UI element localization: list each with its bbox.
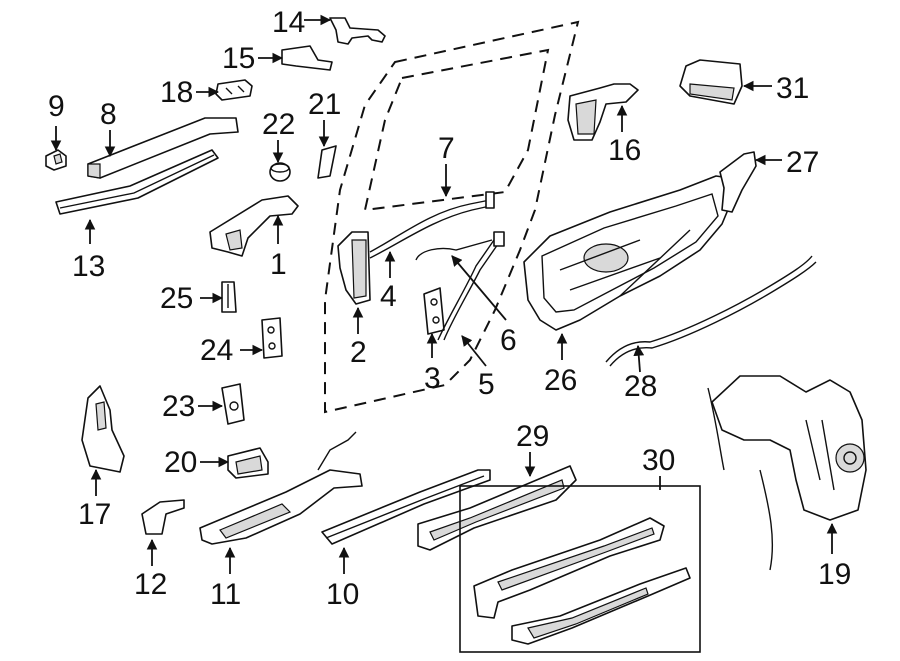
callout-31: 31 bbox=[776, 72, 809, 105]
callout-30: 30 bbox=[642, 444, 675, 477]
callout-23: 23 bbox=[162, 390, 195, 423]
callout-14: 14 bbox=[272, 6, 305, 39]
callout-16: 16 bbox=[608, 134, 641, 167]
callout-17: 17 bbox=[78, 498, 111, 531]
callout-10: 10 bbox=[326, 578, 359, 611]
part-5-6-harness bbox=[415, 231, 505, 341]
part-30-group bbox=[459, 485, 701, 653]
callout-26: 26 bbox=[544, 364, 577, 397]
callout-19: 19 bbox=[818, 558, 851, 591]
part-18-clip bbox=[215, 79, 253, 101]
part-31-module bbox=[679, 59, 743, 105]
callout-21: 21 bbox=[308, 88, 341, 121]
part-12-block bbox=[141, 499, 185, 535]
part-23-bracket bbox=[221, 383, 245, 425]
callout-27: 27 bbox=[786, 146, 819, 179]
part-15-bracket bbox=[281, 45, 333, 71]
callout-28: 28 bbox=[624, 370, 657, 403]
part-27-bracket bbox=[719, 151, 757, 213]
part-1-handle bbox=[209, 195, 299, 257]
part-17-bracket bbox=[81, 385, 125, 473]
callout-12: 12 bbox=[134, 568, 167, 601]
callout-7: 7 bbox=[438, 132, 455, 165]
part-7-check-strap bbox=[369, 191, 495, 259]
part-10-sill-rail bbox=[321, 469, 491, 545]
part-2-hinge bbox=[337, 231, 371, 305]
callout-25: 25 bbox=[160, 282, 193, 315]
callout-20: 20 bbox=[164, 446, 197, 479]
callout-6: 6 bbox=[500, 324, 517, 357]
part-22-grommet bbox=[269, 162, 291, 182]
part-24-plate bbox=[261, 317, 283, 359]
part-8-rail bbox=[87, 117, 239, 179]
part-14-bracket bbox=[329, 17, 386, 45]
callout-11: 11 bbox=[210, 578, 241, 611]
part-20-block bbox=[227, 447, 269, 479]
callout-29: 29 bbox=[516, 420, 549, 453]
callout-8: 8 bbox=[100, 98, 117, 131]
part-25-clip bbox=[221, 281, 237, 313]
part-9-block bbox=[45, 149, 67, 171]
callout-22: 22 bbox=[262, 108, 295, 141]
part-13-rail bbox=[55, 149, 219, 215]
callout-labels: 14 15 18 9 8 22 21 13 1 25 24 23 20 17 1… bbox=[48, 6, 851, 611]
callout-15: 15 bbox=[222, 42, 255, 75]
part-16-bracket bbox=[567, 83, 639, 141]
part-29-sill bbox=[417, 465, 577, 551]
callout-1: 1 bbox=[270, 248, 287, 281]
callout-3: 3 bbox=[424, 362, 441, 395]
callout-9: 9 bbox=[48, 90, 65, 123]
callout-18: 18 bbox=[160, 76, 193, 109]
callout-4: 4 bbox=[380, 280, 397, 313]
part-19-latch bbox=[707, 375, 867, 571]
callout-5: 5 bbox=[478, 368, 495, 401]
part-26-trim-panel bbox=[523, 175, 733, 331]
callout-13: 13 bbox=[72, 250, 105, 283]
part-3-striker bbox=[423, 287, 445, 335]
leader-lines bbox=[50, 14, 838, 574]
door-outline bbox=[324, 20, 580, 414]
callout-24: 24 bbox=[200, 334, 233, 367]
part-11-sill-bracket bbox=[199, 431, 363, 545]
part-28-cable bbox=[605, 255, 817, 367]
part-21-pad bbox=[317, 145, 337, 179]
callout-2: 2 bbox=[350, 336, 367, 369]
